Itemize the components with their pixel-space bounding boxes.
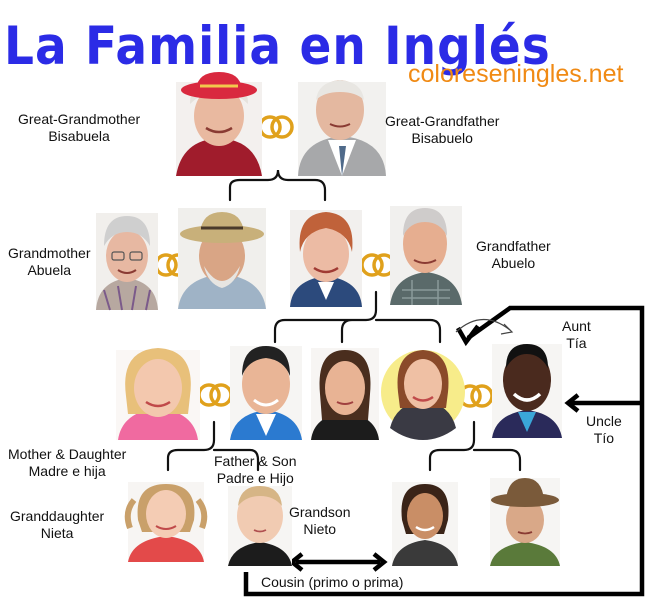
- grandmother-redhair-portrait: [290, 210, 362, 307]
- grandmother-label: Grandmother Abuela: [8, 245, 90, 279]
- father-son-en: Father & Son: [214, 453, 297, 469]
- uncle-es: Tío: [593, 430, 615, 446]
- grandfather-en: Grandfather: [476, 238, 551, 254]
- woman-portrait: [311, 348, 379, 440]
- uncle-label: Uncle Tío: [586, 413, 622, 447]
- curved-swap-arrow: [455, 318, 511, 333]
- grandmother-en: Grandmother: [8, 245, 91, 261]
- arrow-head-icon: [564, 393, 580, 413]
- aunt-label: Aunt Tía: [562, 318, 591, 352]
- mother-portrait: [116, 348, 200, 440]
- great-grandfather-portrait: [298, 80, 386, 176]
- grandmother-es: Abuela: [27, 262, 72, 278]
- page-title: La Familia en Inglés: [4, 16, 551, 78]
- cousin-girl-portrait: [392, 482, 458, 566]
- great-grandfather-label: Great-Grandfather Bisabuelo: [385, 113, 499, 147]
- mother-daughter-es: Madre e hija: [28, 463, 106, 479]
- granddaughter-es: Nieta: [40, 525, 74, 541]
- grandson-portrait: [228, 486, 292, 566]
- connector-aunt-uncle: [428, 420, 522, 472]
- connector-great-grandparents: [228, 169, 327, 202]
- great-grandmother-en: Great-Grandmother: [18, 111, 141, 127]
- wedding-rings-icon: [360, 253, 396, 277]
- mother-daughter-label: Mother & Daughter Madre e hija: [8, 446, 126, 480]
- grandfather-label: Grandfather Abuelo: [476, 238, 551, 272]
- grandmother-portrait: [96, 213, 158, 311]
- father-portrait: [230, 346, 302, 440]
- relation-arrows: [243, 305, 645, 597]
- grandson-en: Grandson: [289, 504, 351, 520]
- granddaughter-portrait: [124, 482, 208, 562]
- aunt-es: Tía: [566, 335, 587, 351]
- granddaughter-en: Granddaughter: [10, 508, 105, 524]
- great-grandfather-en: Great-Grandfather: [385, 113, 500, 129]
- tree-connectors: [166, 169, 522, 472]
- granddaughter-label: Granddaughter Nieta: [10, 508, 104, 542]
- great-grandmother-es: Bisabuela: [48, 128, 110, 144]
- cousin-label: Cousin (primo o prima): [261, 574, 404, 590]
- aunt-portrait: [381, 350, 465, 440]
- connector-parents: [166, 420, 260, 472]
- website-url: coloreseningles.net: [408, 60, 624, 88]
- great-grandmother-label: Great-Grandmother Bisabuela: [18, 111, 140, 145]
- arrow-head-icon: [456, 324, 480, 347]
- grandson-label: Grandson Nieto: [289, 504, 350, 538]
- grandfather-hat-portrait: [178, 208, 266, 309]
- grandfather-es: Abuelo: [491, 255, 536, 271]
- cousin-boy-portrait: [490, 478, 560, 566]
- great-grandfather-es: Bisabuelo: [411, 130, 473, 146]
- wedding-rings-icon: [258, 115, 294, 139]
- wedding-rings-icon: [197, 383, 233, 407]
- mother-daughter-en: Mother & Daughter: [8, 446, 127, 462]
- father-son-es: Padre e Hijo: [216, 470, 294, 486]
- arrow-head-icon: [500, 323, 514, 335]
- uncle-en: Uncle: [586, 413, 622, 429]
- grandson-es: Nieto: [303, 521, 337, 537]
- grandfather-portrait: [390, 206, 462, 305]
- connector-grandparents: [273, 290, 442, 344]
- cousin-to-aunt-arrow: [243, 305, 645, 597]
- great-grandmother-portrait: [176, 72, 262, 176]
- uncle-portrait: [492, 344, 562, 438]
- aunt-en: Aunt: [562, 318, 591, 334]
- father-son-label: Father & Son Padre e Hijo: [214, 453, 297, 487]
